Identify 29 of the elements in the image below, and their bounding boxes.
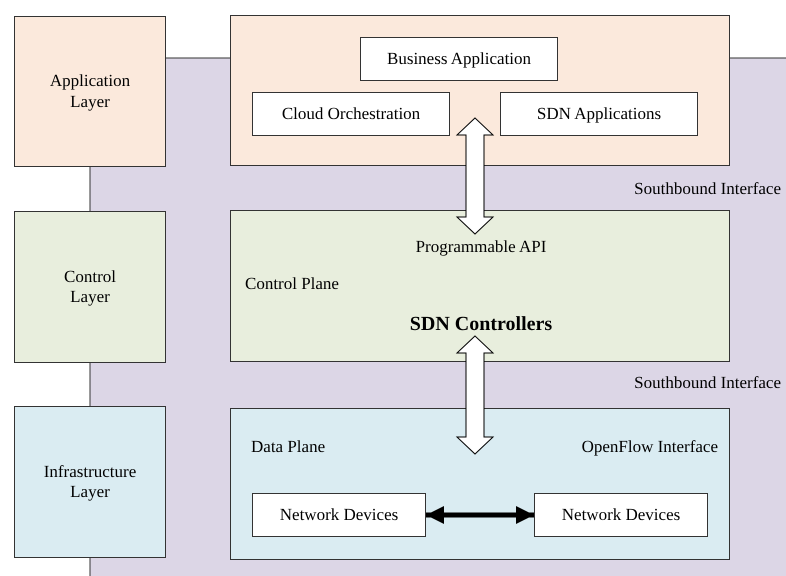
layer-box [14, 211, 166, 363]
panel-label: Programmable API [416, 237, 546, 258]
layer-panel [230, 210, 730, 362]
layer-panel [230, 408, 730, 560]
arrow [456, 117, 494, 235]
layer-box [14, 406, 166, 558]
device-box [252, 493, 426, 537]
panel-label: Control Plane [245, 274, 339, 294]
layer-box [14, 16, 166, 167]
component-box [360, 37, 558, 81]
node-label: Network Devices [280, 504, 398, 526]
panel-label: Data Plane [251, 437, 326, 458]
arrow [426, 506, 534, 524]
node-label: Network Devices [562, 504, 680, 526]
node-label: Cloud Orchestration [282, 104, 420, 124]
node-label: Business Application [386, 48, 532, 70]
node-label: SDN Applications [536, 104, 662, 124]
device-box [534, 493, 708, 537]
node-label: Application Layer [48, 71, 132, 112]
panel-label: OpenFlow Interface [582, 437, 718, 458]
layer-panel [230, 15, 730, 166]
node-label: Infrastructure Layer [42, 462, 138, 502]
interface-label: Southbound Interface [634, 373, 781, 394]
component-box [252, 92, 450, 136]
component-box [500, 92, 698, 136]
panel-heading: SDN Controllers [410, 312, 552, 336]
arrow [456, 335, 494, 455]
node-label: Control Layer [63, 266, 117, 308]
interface-label: Southbound Interface [634, 179, 781, 200]
